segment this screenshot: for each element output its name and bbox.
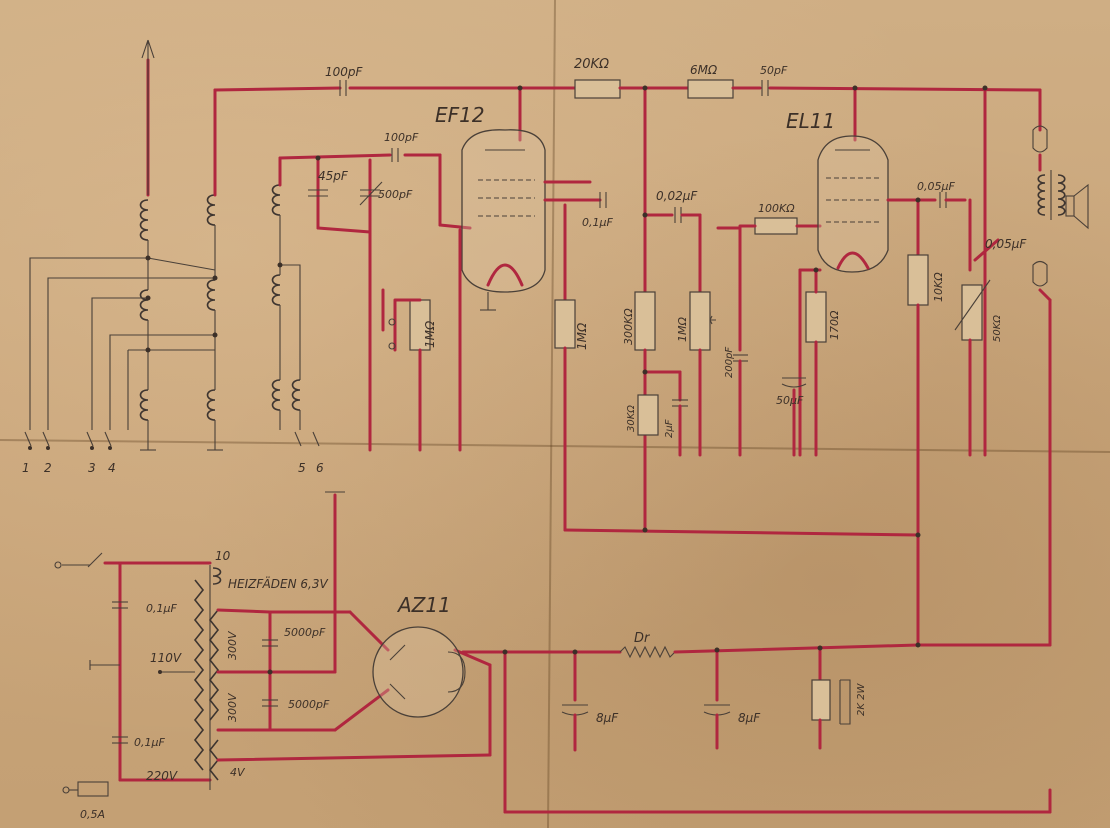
power-supply <box>54 491 1052 814</box>
label-5000pf-a: 5000pF <box>284 626 326 639</box>
terminal-5: 5 <box>298 461 306 475</box>
label-500pf: 500pF <box>378 188 413 201</box>
label-300v-a: 300V <box>226 630 239 660</box>
paper-fold-horizontal <box>0 439 1110 453</box>
ef12-tube-envelope <box>461 129 546 293</box>
label-10k: 10KΩ <box>932 272 945 302</box>
label-1m-plate: 1MΩ <box>575 322 589 350</box>
speaker-output <box>1032 125 1089 647</box>
label-1m-volume: 1MΩ <box>676 317 689 342</box>
label-8uf-b: 8μF <box>738 711 761 725</box>
tube-label-ef12: EF12 <box>435 103 485 127</box>
ef12-stage <box>339 80 607 532</box>
label-01uf: 0,1μF <box>582 216 613 229</box>
label-1m-grid: 1MΩ <box>423 320 437 348</box>
label-rk: 2K 2W <box>856 683 867 716</box>
label-005uf-vol: 0,05μF <box>985 237 1027 251</box>
resistor-30k <box>637 394 659 436</box>
junction-dots <box>145 85 988 675</box>
el11-stage <box>563 135 1000 647</box>
label-4v: 4V <box>230 766 246 779</box>
label-20k: 20KΩ <box>574 57 609 72</box>
label-6m: 6MΩ <box>690 63 718 77</box>
label-300v-b: 300V <box>226 692 239 722</box>
antenna-section <box>24 39 342 451</box>
terminal-6: 6 <box>316 461 324 475</box>
label-100k: 100KΩ <box>758 202 795 215</box>
resistor-300k <box>634 291 656 351</box>
potentiometer-50k <box>961 284 983 341</box>
label-50k: 50KΩ <box>992 315 1003 342</box>
label-heater: HEIZFÄDEN 6,3V <box>228 576 328 591</box>
label-50pf: 50pF <box>760 64 788 77</box>
label-300k: 300KΩ <box>622 308 635 345</box>
tuning-section <box>271 148 472 447</box>
label-8uf-a: 8μF <box>596 711 619 725</box>
label-45pf: 45pF <box>318 169 349 183</box>
label-100pf-input: 100pF <box>325 65 364 79</box>
terminal-4: 4 <box>108 461 116 475</box>
label-5000pf-b: 5000pF <box>288 698 330 711</box>
resistor-170 <box>805 291 827 343</box>
label-01uf-mains-a: 0,1μF <box>146 602 177 615</box>
b-plus-rail <box>518 79 1042 532</box>
resistor-6m <box>687 79 734 99</box>
label-fuse: 0,5A <box>80 808 105 821</box>
az11-tube-envelope <box>372 626 464 718</box>
el11-tube-envelope <box>817 135 889 273</box>
label-100pf-grid: 100pF <box>384 131 419 144</box>
resistor-10k <box>907 254 929 306</box>
resistor-100k <box>754 217 798 235</box>
label-01uf-mains-b: 0,1μF <box>134 736 165 749</box>
label-200pf: 200pF <box>724 347 735 378</box>
label-2uf: 2μF <box>664 419 675 438</box>
terminal-2: 2 <box>44 461 52 475</box>
paper-fold-vertical <box>547 0 556 828</box>
terminal-3: 3 <box>88 461 96 475</box>
label-choke: Dr <box>634 631 651 646</box>
label-005uf-out: 0,05μF <box>917 180 955 193</box>
label-220v: 220V <box>146 769 178 783</box>
resistor-rk <box>811 679 831 721</box>
label-30k: 30KΩ <box>626 405 637 432</box>
label-50uf: 50μF <box>776 394 804 407</box>
label-002uf: 0,02μF <box>656 189 698 203</box>
tube-label-az11: AZ11 <box>396 593 451 617</box>
label-turns-10: 10 <box>215 549 231 563</box>
tube-label-el11: EL11 <box>786 109 835 133</box>
label-110v: 110V <box>150 651 182 665</box>
terminal-1: 1 <box>22 461 30 475</box>
resistor-1m-plate <box>554 299 576 349</box>
label-170: 170Ω <box>828 310 841 340</box>
resistor-20k <box>574 79 621 99</box>
resistor-1m-volume <box>689 291 711 351</box>
